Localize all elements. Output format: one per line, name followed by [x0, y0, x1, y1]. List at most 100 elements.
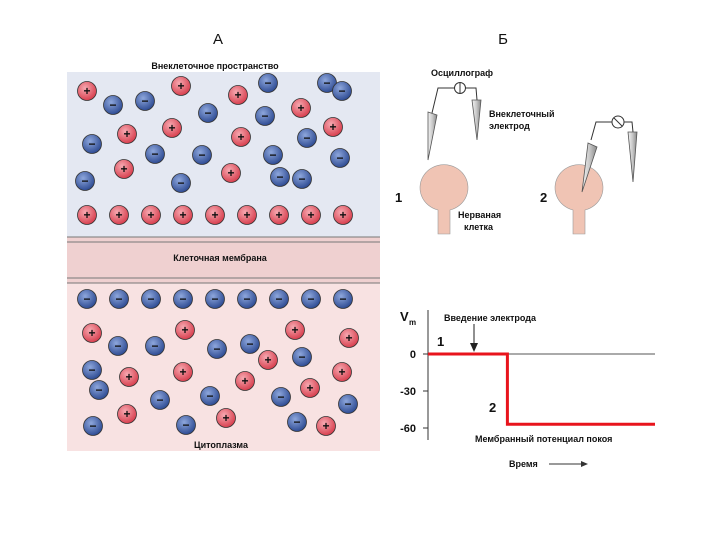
- minus-sign: −: [182, 418, 189, 432]
- negative-ion: −: [173, 289, 193, 309]
- positive-ion: +: [323, 117, 343, 137]
- plus-sign: +: [115, 208, 122, 222]
- positive-ion: +: [339, 328, 359, 348]
- cell-label-line2: клетка: [464, 222, 494, 232]
- plus-sign: +: [275, 208, 282, 222]
- cell-membrane: [67, 236, 380, 284]
- positive-ion: +: [332, 362, 352, 382]
- negative-ion: −: [82, 134, 102, 154]
- electrode-2-right: [627, 131, 638, 183]
- nerve-cell-1: [419, 164, 469, 235]
- plus-sign: +: [181, 323, 188, 337]
- positive-ion: +: [228, 85, 248, 105]
- positive-ion: +: [291, 98, 311, 118]
- positive-ion: +: [221, 163, 241, 183]
- plus-sign: +: [222, 411, 229, 425]
- minus-sign: −: [198, 148, 205, 162]
- negative-ion: −: [89, 380, 109, 400]
- minus-sign: −: [83, 292, 90, 306]
- minus-sign: −: [303, 131, 310, 145]
- minus-sign: −: [307, 292, 314, 306]
- negative-ion: −: [103, 95, 123, 115]
- positive-ion: +: [316, 416, 336, 436]
- positive-ion: +: [77, 205, 97, 225]
- tick-label-minus60: -60: [400, 423, 416, 435]
- minus-sign: −: [276, 170, 283, 184]
- negative-ion: −: [269, 289, 289, 309]
- time-arrow: [549, 461, 588, 467]
- plus-sign: +: [338, 365, 345, 379]
- plus-sign: +: [177, 79, 184, 93]
- cell-label-line1: Нерваная: [458, 210, 501, 220]
- minus-sign: −: [141, 94, 148, 108]
- negative-ion: −: [108, 336, 128, 356]
- negative-ion: −: [258, 73, 278, 93]
- minus-sign: −: [269, 148, 276, 162]
- plus-sign: +: [241, 374, 248, 388]
- plus-sign: +: [179, 365, 186, 379]
- negative-ion: −: [330, 148, 350, 168]
- minus-sign: −: [298, 350, 305, 364]
- negative-ion: −: [150, 390, 170, 410]
- potential-trace: [428, 352, 655, 426]
- y-axis-label: V m: [400, 309, 416, 327]
- minus-sign: −: [246, 337, 253, 351]
- electrode-1-right: [471, 99, 482, 141]
- minus-sign: −: [88, 363, 95, 377]
- minus-sign: −: [206, 389, 213, 403]
- positive-ion: +: [258, 350, 278, 370]
- negative-ion: −: [270, 167, 290, 187]
- plus-sign: +: [211, 208, 218, 222]
- positive-ion: +: [231, 127, 251, 147]
- positive-ion: +: [141, 205, 161, 225]
- membrane-label: Клеточная мембрана: [173, 253, 268, 263]
- plus-sign: +: [123, 407, 130, 421]
- x-axis-label: Время: [509, 459, 538, 469]
- electrode-2-left: [581, 142, 598, 193]
- minus-sign: −: [81, 174, 88, 188]
- minus-sign: −: [293, 415, 300, 429]
- plus-sign: +: [322, 419, 329, 433]
- resting-potential-label: Мембранный потенциал покоя: [475, 434, 612, 444]
- positive-ion: +: [117, 124, 137, 144]
- plus-sign: +: [243, 208, 250, 222]
- plus-sign: +: [168, 121, 175, 135]
- minus-sign: −: [88, 137, 95, 151]
- plus-sign: +: [234, 88, 241, 102]
- minus-sign: −: [277, 390, 284, 404]
- minus-sign: −: [204, 106, 211, 120]
- negative-ion: −: [287, 412, 307, 432]
- minus-sign: −: [323, 76, 330, 90]
- minus-sign: −: [114, 339, 121, 353]
- plus-sign: +: [227, 166, 234, 180]
- minus-sign: −: [213, 342, 220, 356]
- positive-ion: +: [109, 205, 129, 225]
- negative-ion: −: [200, 386, 220, 406]
- positive-ion: +: [237, 205, 257, 225]
- panel-b-letter: Б: [498, 31, 508, 48]
- extracellular-label: Внеклеточное пространство: [151, 61, 279, 71]
- negative-ion: −: [192, 145, 212, 165]
- minus-sign: −: [151, 147, 158, 161]
- plus-sign: +: [125, 370, 132, 384]
- negative-ion: −: [332, 81, 352, 101]
- negative-ion: −: [145, 336, 165, 356]
- electrode-label-line1: Внеклеточный: [489, 109, 554, 119]
- minus-sign: −: [95, 383, 102, 397]
- tick-label-0: 0: [410, 349, 416, 361]
- positive-ion: +: [216, 408, 236, 428]
- nerve-cell-2: [554, 164, 604, 235]
- plus-sign: +: [237, 130, 244, 144]
- plus-sign: +: [307, 208, 314, 222]
- electrode-insertion-label: Введение электрода: [444, 313, 537, 323]
- negative-ion: −: [263, 145, 283, 165]
- negative-ion: −: [255, 106, 275, 126]
- negative-ion: −: [271, 387, 291, 407]
- plus-sign: +: [83, 208, 90, 222]
- negative-ion: −: [205, 289, 225, 309]
- positive-ion: +: [173, 205, 193, 225]
- positive-ion: +: [205, 205, 225, 225]
- step-1-label: 1: [395, 190, 402, 205]
- plus-sign: +: [147, 208, 154, 222]
- positive-ion: +: [269, 205, 289, 225]
